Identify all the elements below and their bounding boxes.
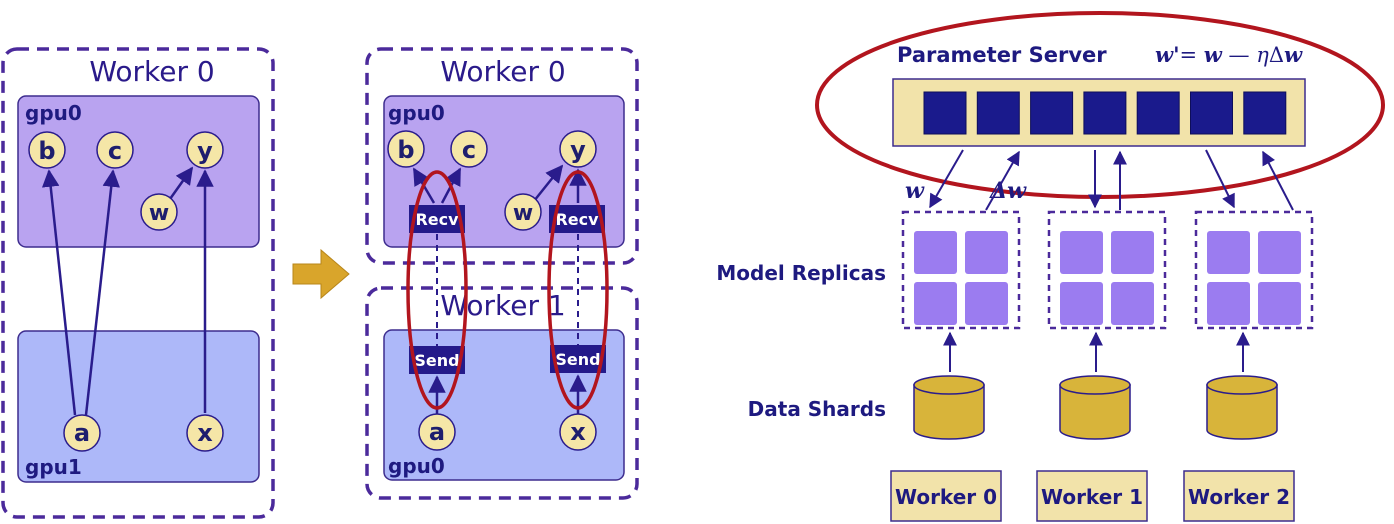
left-panel: Worker 0 gpu0 gpu1 b c y w a x <box>1 47 275 519</box>
middle-recv-left: Recv <box>409 205 465 233</box>
svg-text:a: a <box>74 419 90 447</box>
svg-text:Recv: Recv <box>415 210 459 229</box>
worker-label-box <box>1036 470 1148 522</box>
svg-text:x: x <box>197 419 213 447</box>
middle-panel: Worker 0 gpu0 Worker 1 gpu0 b c y w a x … <box>365 47 639 500</box>
model-replica-cell <box>1060 231 1103 274</box>
middle-node-b: b <box>387 130 425 168</box>
worker-column-2: Worker 2 <box>1183 210 1314 522</box>
left-arrow-a-c <box>84 169 120 416</box>
middle-worker0-box <box>365 47 639 265</box>
middle-worker0-title: Worker 0 <box>440 55 565 88</box>
middle-node-y: y <box>559 130 597 168</box>
ps-title: Parameter Server <box>897 43 1107 67</box>
data-shards-label: Data Shards <box>748 397 886 421</box>
ps-parameter-block <box>1030 91 1074 135</box>
middle-node-x: x <box>559 413 597 451</box>
transition-arrow-icon <box>292 248 350 300</box>
left-gpu1-label: gpu1 <box>25 455 82 479</box>
left-node-w: w <box>140 193 178 231</box>
data-shard-cylinder-icon <box>1206 375 1278 440</box>
data-shard-cylinder-icon <box>913 375 985 440</box>
model-replicas-label: Model Replicas <box>716 261 886 285</box>
model-replica-cell <box>965 231 1008 274</box>
model-replica-cell <box>1060 282 1103 325</box>
worker-label-box <box>1183 470 1295 522</box>
svg-text:Send: Send <box>555 350 600 369</box>
left-node-x: x <box>186 414 224 452</box>
left-worker0-box <box>1 47 275 519</box>
middle-gpu0-bottom-label: gpu0 <box>388 454 445 478</box>
worker-label: Worker 0 <box>895 485 997 509</box>
middle-highlight-ellipse-left <box>406 170 468 410</box>
middle-node-c: c <box>450 130 488 168</box>
model-replica-cell <box>1258 282 1301 325</box>
middle-worker1-title: Worker 1 <box>440 289 565 322</box>
model-replica-cell <box>914 282 957 325</box>
svg-text:c: c <box>108 137 122 165</box>
model-replica-cell <box>1207 282 1250 325</box>
left-gpu0-label: gpu0 <box>25 101 82 125</box>
middle-arrow-w-y <box>533 164 564 202</box>
left-node-c: c <box>96 131 134 169</box>
model-replica-box <box>901 210 1021 330</box>
model-replica-cell <box>1258 231 1301 274</box>
model-replica-cell <box>1111 231 1154 274</box>
svg-text:c: c <box>462 136 476 164</box>
svg-text:y: y <box>570 136 586 164</box>
svg-text:Recv: Recv <box>555 210 599 229</box>
svg-text:b: b <box>397 136 414 164</box>
replica-columns: Worker 0 Worker 1 Worker 2 <box>890 210 1314 522</box>
middle-node-w: w <box>504 193 542 231</box>
worker-label: Worker 1 <box>1041 485 1143 509</box>
ps-arrow-dw-up-0 <box>985 150 1020 211</box>
left-arrow-w-y <box>168 166 194 200</box>
ps-parameter-block <box>923 91 967 135</box>
model-replica-cell <box>965 282 1008 325</box>
middle-recv-right: Recv <box>549 205 605 233</box>
svg-text:y: y <box>197 137 213 165</box>
model-replica-cell <box>1111 282 1154 325</box>
middle-send-right: Send <box>550 345 606 373</box>
worker-column-1: Worker 1 <box>1036 210 1167 522</box>
data-shard-cylinder-icon <box>1059 375 1131 440</box>
ps-parameter-block <box>1136 91 1180 135</box>
left-worker0-title: Worker 0 <box>89 55 214 88</box>
ps-parameter-block <box>1243 91 1287 135</box>
middle-node-a: a <box>418 413 456 451</box>
model-replica-box <box>1194 210 1314 330</box>
ps-parameter-block <box>976 91 1020 135</box>
ps-arrow-w-down-2 <box>1205 149 1235 209</box>
svg-text:Send: Send <box>414 351 459 370</box>
ps-parameter-block <box>1083 91 1127 135</box>
worker-label: Worker 2 <box>1188 485 1290 509</box>
model-replica-cell <box>914 231 957 274</box>
ps-parameter-block <box>1190 91 1233 135</box>
ps-arrow-w-down-0 <box>929 149 964 209</box>
svg-text:b: b <box>38 137 55 165</box>
left-node-a: a <box>63 414 101 452</box>
left-node-y: y <box>186 131 224 169</box>
svg-text:w: w <box>513 201 533 226</box>
middle-highlight-ellipse-right <box>547 170 609 410</box>
right-panel: Parameter Server w'= w — ηΔw w Δw Model … <box>716 11 1385 522</box>
ps-parameter-blocks <box>923 91 1287 135</box>
middle-send-left: Send <box>409 346 465 374</box>
worker-label-box <box>890 470 1002 522</box>
model-replica-cell <box>1207 231 1250 274</box>
middle-worker1-box <box>365 286 639 500</box>
middle-gpu0-top-label: gpu0 <box>388 101 445 125</box>
delta-w-label: Δw <box>989 178 1027 204</box>
left-arrow-a-b <box>41 169 77 416</box>
svg-text:w: w <box>149 201 169 226</box>
ps-formula: w'= w — ηΔw <box>1155 42 1303 67</box>
ps-arrow-dw-up-2 <box>1262 150 1294 211</box>
w-label: w <box>905 178 925 204</box>
left-node-b: b <box>28 131 66 169</box>
svg-text:x: x <box>570 418 586 446</box>
model-replica-box <box>1047 210 1167 330</box>
worker-column-0: Worker 0 <box>890 210 1021 522</box>
svg-text:a: a <box>429 418 445 446</box>
